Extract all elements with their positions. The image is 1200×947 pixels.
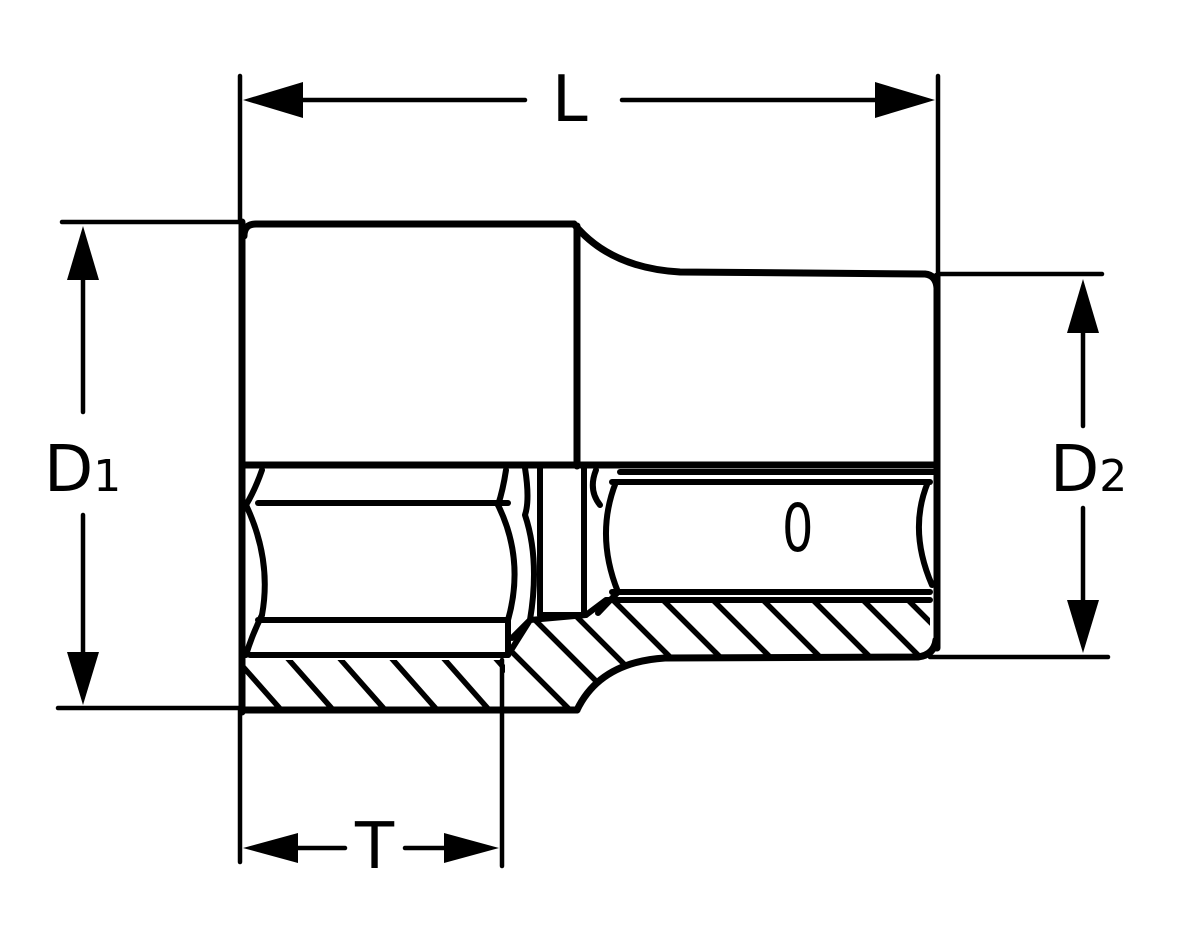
arrowhead-up-icon xyxy=(67,226,99,280)
bore-cavity xyxy=(595,469,938,616)
arrowhead-down-icon xyxy=(67,652,99,705)
arrowhead-right-icon xyxy=(444,833,499,863)
d2-label: D2 xyxy=(1050,438,1127,502)
d1-label: D1 xyxy=(44,438,121,502)
arrowhead-left-icon xyxy=(243,833,298,863)
arrowhead-up-icon xyxy=(1067,279,1099,333)
hatch-left xyxy=(244,660,505,710)
hex-cavity xyxy=(243,467,518,658)
t-dimension-line xyxy=(243,833,499,863)
depth-label-text: T xyxy=(355,810,395,884)
arrowhead-down-icon xyxy=(1067,600,1099,653)
d1-label-subscript: 1 xyxy=(93,451,122,502)
length-label-text: L xyxy=(552,63,588,137)
d1-label-letter: D xyxy=(44,433,94,507)
length-label: L xyxy=(552,68,588,132)
arrowhead-left-icon xyxy=(243,82,303,118)
d2-label-subscript: 2 xyxy=(1099,451,1128,502)
arrowhead-right-icon xyxy=(875,82,935,118)
depth-label: T xyxy=(355,815,394,879)
extension-lines xyxy=(55,73,1111,869)
d1-dimension-line xyxy=(67,226,99,705)
length-dimension-line xyxy=(243,82,935,118)
d2-dimension-line xyxy=(1067,279,1099,653)
part-marking: 0 xyxy=(782,496,814,562)
socket-body-outline xyxy=(238,218,941,716)
part-marking-text: 0 xyxy=(782,490,814,567)
d2-label-letter: D xyxy=(1050,433,1100,507)
